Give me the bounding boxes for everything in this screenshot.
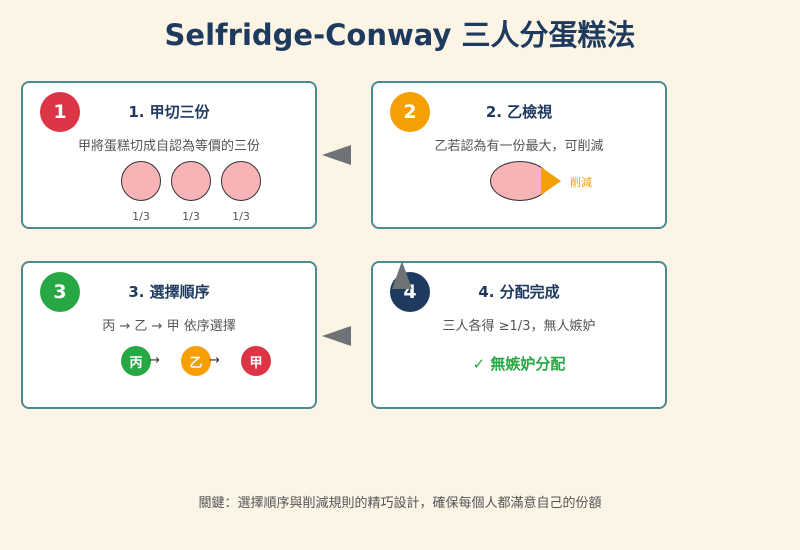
- piece-fraction: 1/3: [132, 210, 150, 223]
- step-3-card: 3 3. 選擇順序 丙 → 乙 → 甲 依序選擇 丙 → 乙 → 甲: [21, 261, 317, 409]
- cake-piece: [221, 161, 261, 201]
- step-3-title: 3. 選擇順序: [128, 283, 210, 301]
- step-2-card: 2 2. 乙檢視 乙若認為有一份最大，可削減 削減: [371, 81, 667, 229]
- player-chip-b: 乙: [181, 346, 211, 376]
- step-1-title: 1. 甲切三份: [128, 103, 210, 121]
- flow-arrow-4-to-2-icon: [392, 261, 412, 289]
- trim-label: 削減: [570, 176, 592, 189]
- cake-piece: [171, 161, 211, 201]
- player-chip-a: 甲: [241, 346, 271, 376]
- trim-marker-icon: [541, 167, 561, 195]
- step-1-badge: 1: [40, 92, 80, 132]
- step-1-desc: 甲將蛋糕切成自認為等價的三份: [77, 139, 260, 154]
- step-4-title: 4. 分配完成: [478, 283, 560, 301]
- result-label: ✓ 無嫉妒分配: [472, 355, 566, 373]
- step-3-desc: 丙 → 乙 → 甲 依序選擇: [102, 319, 236, 334]
- step-2-badge: 2: [390, 92, 430, 132]
- piece-fraction: 1/3: [182, 210, 200, 223]
- step-3-badge: 3: [40, 272, 80, 312]
- order-arrow-icon: →: [149, 353, 160, 368]
- step-4-desc: 三人各得 ≥1/3，無人嫉妒: [442, 319, 596, 334]
- piece-fraction: 1/3: [232, 210, 250, 223]
- step-4-card: 4 4. 分配完成 三人各得 ≥1/3，無人嫉妒 ✓ 無嫉妒分配: [371, 261, 667, 409]
- step-2-title: 2. 乙檢視: [485, 103, 553, 121]
- footer-note: 關鍵：選擇順序與削減規則的精巧設計，確保每個人都滿意自己的份額: [198, 496, 602, 511]
- step-2-desc: 乙若認為有一份最大，可削減: [434, 139, 604, 154]
- flow-arrow-4-to-3-icon: [322, 326, 351, 346]
- step-1-card: 1 1. 甲切三份 甲將蛋糕切成自認為等價的三份 1/3 1/3 1/3: [21, 81, 317, 229]
- flow-arrow-2-to-1-icon: [322, 145, 351, 165]
- player-chip-c: 丙: [121, 346, 151, 376]
- order-arrow-icon: →: [209, 353, 220, 368]
- cake-piece: [121, 161, 161, 201]
- page-title: Selfridge-Conway 三人分蛋糕法: [164, 18, 636, 52]
